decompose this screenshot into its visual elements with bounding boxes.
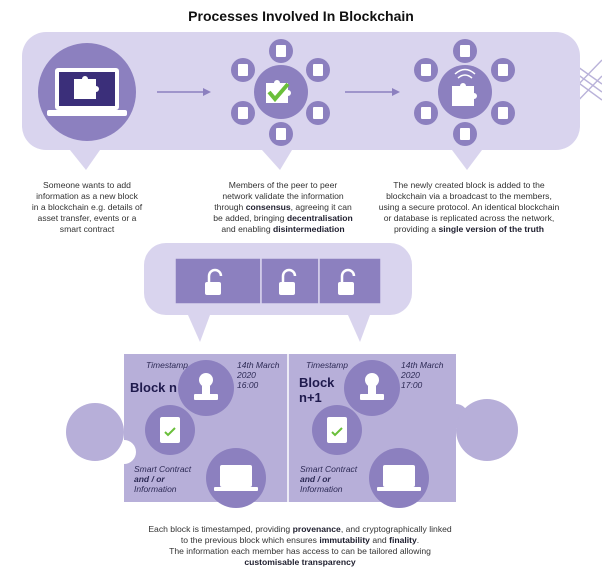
step-3-line-1: The newly created block is added to the [393, 180, 545, 190]
block-n1-contract: Smart Contract and / or Information [300, 464, 357, 494]
step-2-line-4a: be added, bringing [213, 213, 287, 223]
step-1-line-1: Someone wants to add [43, 180, 131, 190]
block-n-contract-line-1: Smart Contract [134, 464, 192, 474]
arrow-2 [345, 88, 400, 96]
laptop-icon [214, 465, 421, 491]
padlock-icon [205, 268, 356, 295]
block-n-contract-line-2: and / or [134, 474, 165, 484]
block-n1-date-line-2: 2020 [401, 370, 420, 380]
immutability-term: immutability [319, 535, 370, 545]
block-n1-date-line-1: 14th March [401, 360, 444, 370]
lock-bubble [144, 243, 412, 342]
finality-term: finality [389, 535, 417, 545]
block-n-timestamp-label: Timestamp [146, 360, 188, 370]
block-n-date-line-1: 14th March [237, 360, 280, 370]
block-n1-name-line-1: Block [299, 375, 335, 390]
footer-line-1c: , and cryptographically linked [340, 524, 452, 534]
broadcast-network [414, 39, 515, 146]
footer-line-2a: to the previous block which ensures [180, 535, 320, 545]
step-3-line-5a: providing a [394, 224, 439, 234]
block-n1-contract-line-3: Information [300, 484, 343, 494]
footer-text: Each block is timestamped, providing pro… [60, 524, 540, 568]
block-n-name: Block n [130, 380, 177, 395]
step-3-text: The newly created block is added to the … [364, 180, 574, 235]
step-1-line-5: smart contract [59, 224, 115, 234]
consensus-network [231, 39, 330, 146]
block-n-date-line-2: 2020 [237, 370, 256, 380]
step-2-line-3b: , agreeing it can [290, 202, 352, 212]
block-n1-name-line-2: n+1 [299, 390, 322, 405]
step-2-line-1: Members of the peer to peer [228, 180, 338, 190]
block-n-time: 16:00 [237, 380, 259, 390]
step-3-line-2: blockchain via a broadcast to the member… [386, 191, 552, 201]
step-2-line-2: network validate the information [222, 191, 344, 201]
page-title: Processes Involved In Blockchain [188, 8, 414, 24]
block-n-contract-line-3: Information [134, 484, 177, 494]
disintermediation-term: disintermediation [272, 224, 345, 234]
footer-line-3: The information each member has access t… [169, 546, 431, 556]
footer-line-2c: and [369, 535, 390, 545]
block-n-date: 14th March 2020 16:00 [237, 360, 280, 390]
stamp-icon [194, 373, 384, 400]
step-1-line-3: in a blockchain e.g. details of [31, 202, 143, 212]
footer-line-2e: . [416, 535, 420, 545]
arrow-1 [157, 88, 211, 96]
block-n1-name: Block n+1 [299, 375, 334, 405]
single-version-term: single version of the truth [438, 224, 544, 234]
contract-icon [160, 417, 347, 443]
consensus-term: consensus [245, 202, 291, 212]
step-2-text: Members of the peer to peer network vali… [203, 180, 363, 235]
block-puzzle [66, 354, 518, 508]
step-2-line-3a: through [214, 202, 246, 212]
block-n1-contract-line-1: Smart Contract [300, 464, 358, 474]
block-n1-contract-line-2: and / or [300, 474, 331, 484]
block-n1-time: 17:00 [401, 380, 423, 390]
decentralisation-term: decentralisation [286, 213, 353, 223]
step-3-line-3: using a secure protocol. An identical bl… [378, 202, 560, 212]
step-1-line-4: asset transfer, events or a [37, 213, 137, 223]
step-1-line-2: information as a new block [36, 191, 138, 201]
provenance-term: provenance [292, 524, 341, 534]
block-n1-date: 14th March 2020 17:00 [401, 360, 444, 390]
block-n-contract: Smart Contract and / or Information [134, 464, 191, 494]
step-2-line-5a: and enabling [221, 224, 273, 234]
step-1-text: Someone wants to add information as a ne… [28, 180, 146, 235]
customisable-transparency-term: customisable transparency [244, 557, 356, 567]
step-3-line-4: or database is replicated across the net… [383, 213, 555, 223]
block-n1-timestamp-label: Timestamp [306, 360, 348, 370]
footer-line-1a: Each block is timestamped, providing [148, 524, 293, 534]
laptop-circle [38, 43, 136, 141]
